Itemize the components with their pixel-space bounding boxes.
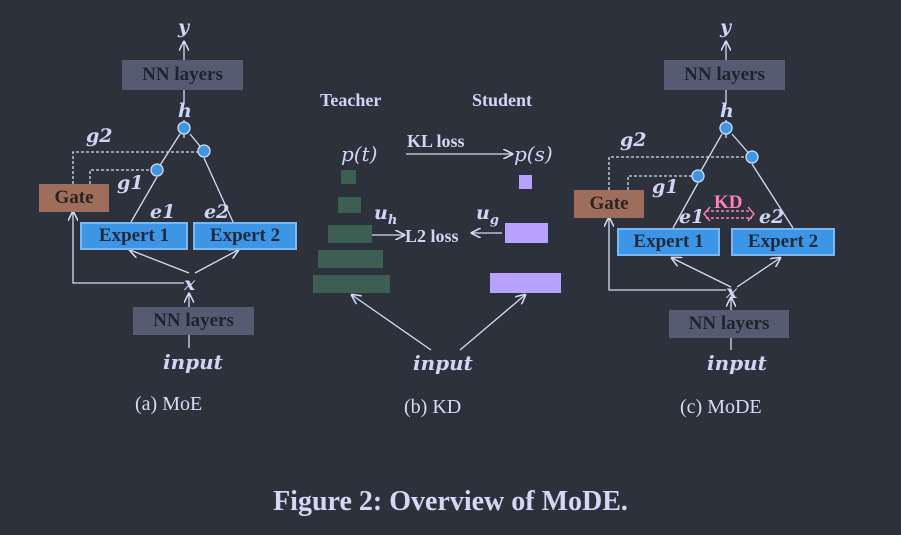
kd-caption: (b) KD [404, 396, 462, 418]
mode-caption: (c) MoDE [680, 396, 762, 418]
mode-g1-label: g1 [652, 176, 679, 198]
moe-expert-1: Expert 1 [80, 222, 188, 250]
kd-uh-label: uh [374, 202, 398, 228]
mode-bottom-nn-layers: NN layers [669, 310, 789, 338]
kd-input-label: input [413, 351, 473, 375]
moe-gate: Gate [39, 184, 109, 212]
moe-x-label: x [184, 273, 196, 295]
mode-kd-label: KD [714, 192, 743, 213]
kd-ug-label: ug [476, 202, 499, 228]
mode-g2-label: g2 [620, 129, 647, 151]
mode-e1-label: e1 [679, 206, 705, 228]
student-layer-1 [519, 175, 532, 189]
moe-expert-2: Expert 2 [193, 222, 297, 250]
moe-g2-label: g2 [86, 125, 113, 147]
moe-h-label: h [178, 100, 192, 122]
moe-e2-label: e2 [204, 201, 230, 223]
moe-bottom-nn-layers: NN layers [133, 307, 254, 335]
kd-student-label: Student [472, 90, 533, 110]
kd-l2-loss-label: L2 loss [405, 226, 459, 246]
mode-output-y: y [720, 16, 732, 38]
moe-output-y: y [178, 16, 190, 38]
moe-e1-label: e1 [150, 201, 176, 223]
mode-expert-2: Expert 2 [731, 228, 835, 256]
kd-teacher-label: Teacher [320, 90, 382, 110]
mode-top-nn-layers: NN layers [664, 60, 785, 90]
mode-h-label: h [720, 100, 734, 122]
moe-g1-label: g1 [117, 172, 144, 194]
kd-kl-loss-label: KL loss [407, 131, 465, 151]
mode-expert-1: Expert 1 [617, 228, 720, 256]
mode-e2-label: e2 [759, 206, 785, 228]
teacher-layer-2 [338, 197, 361, 213]
moe-input-label: input [163, 350, 223, 374]
teacher-layer-4 [318, 250, 383, 268]
kd-teacher-output: p(t) [341, 142, 378, 166]
moe-caption: (a) MoE [135, 393, 203, 415]
mode-gate: Gate [574, 190, 644, 218]
teacher-layer-5 [313, 275, 390, 293]
mode-x-label: x [726, 281, 738, 303]
mode-input-label: input [707, 351, 767, 375]
moe-top-nn-layers: NN layers [122, 60, 243, 90]
teacher-layer-1 [341, 170, 356, 184]
kd-student-output: p(s) [514, 142, 553, 166]
teacher-layer-3 [328, 225, 372, 243]
figure-caption: Figure 2: Overview of MoDE. [273, 486, 628, 517]
student-layer-2 [505, 223, 548, 243]
student-layer-3 [490, 273, 561, 293]
